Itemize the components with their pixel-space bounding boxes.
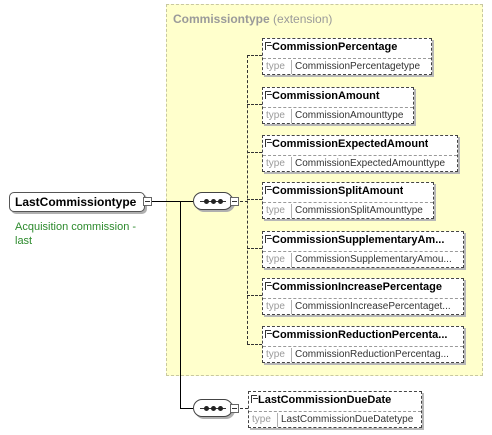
element-name: LastCommissionDueDate <box>258 394 392 406</box>
element-name: CommissionSplitAmount <box>272 185 404 197</box>
child-element-last-commission-due-date[interactable]: LastCommissionDueDate type LastCommissio… <box>248 391 422 428</box>
connector-root-to-sequence <box>152 201 193 202</box>
element-name: CommissionIncreasePercentage <box>272 281 442 293</box>
second-sequence-compositor-icon[interactable] <box>193 399 233 417</box>
type-keyword: type <box>266 61 285 72</box>
child-element-commission-split-amount[interactable]: CommissionSplitAmount type CommissionSpl… <box>262 182 434 219</box>
connector-trunk-to-second-sequence <box>180 408 193 409</box>
connector-root-trunk <box>180 201 181 409</box>
element-icon <box>265 42 272 50</box>
element-name: CommissionPercentage <box>272 41 398 53</box>
child-element-commission-supplementary-amount[interactable]: CommissionSupplementaryAm... type Commis… <box>262 231 464 268</box>
sequence-collapse-toggle-icon[interactable] <box>230 197 239 206</box>
root-collapse-toggle-icon[interactable] <box>143 197 152 206</box>
connector-sequence-to-children <box>240 201 248 202</box>
element-name: CommissionExpectedAmount <box>272 138 429 150</box>
type-keyword: type <box>266 110 285 121</box>
element-type: CommissionExpectedAmounttype <box>295 158 446 169</box>
element-icon <box>251 395 258 403</box>
element-type: CommissionPercentagetype <box>295 61 421 72</box>
type-keyword: type <box>266 254 285 265</box>
element-name: CommissionSupplementaryAm... <box>272 234 445 246</box>
root-documentation: Acquisition commission - last <box>15 221 137 247</box>
type-keyword: type <box>266 301 285 312</box>
extension-title: Commissiontype (extension) <box>173 12 332 26</box>
element-type: CommissionSplitAmounttype <box>295 205 423 216</box>
element-type: LastCommissionDueDatetype <box>281 414 414 425</box>
root-type-name: LastCommissiontype <box>15 195 137 209</box>
connector-child-2 <box>247 104 262 105</box>
connector-child-6 <box>247 295 262 296</box>
type-keyword: type <box>266 158 285 169</box>
element-icon <box>265 330 272 338</box>
element-name: CommissionReductionPercenta... <box>272 329 448 341</box>
connector-second-sequence-to-child <box>240 408 248 409</box>
element-icon <box>265 91 272 99</box>
connector-child-5 <box>247 248 262 249</box>
root-type-node[interactable]: LastCommissiontype <box>9 192 145 212</box>
child-element-commission-reduction-percentage[interactable]: CommissionReductionPercenta... type Comm… <box>262 326 464 363</box>
extension-type-name: Commissiontype <box>173 12 270 26</box>
connector-child-4 <box>247 199 262 200</box>
element-icon <box>265 282 272 290</box>
child-element-commission-amount[interactable]: CommissionAmount type CommissionAmountty… <box>262 87 414 124</box>
type-keyword: type <box>266 349 285 360</box>
second-sequence-collapse-toggle-icon[interactable] <box>230 404 239 413</box>
child-element-commission-expected-amount[interactable]: CommissionExpectedAmount type Commission… <box>262 135 458 172</box>
type-keyword: type <box>266 205 285 216</box>
element-icon <box>265 235 272 243</box>
element-type: CommissionIncreasePercentaget... <box>295 301 451 312</box>
element-type: CommissionSupplementaryAmou... <box>295 254 452 265</box>
element-icon <box>265 186 272 194</box>
type-keyword: type <box>252 414 271 425</box>
connector-child-1 <box>247 55 262 56</box>
extension-kind-label: (extension) <box>273 12 333 26</box>
element-type: CommissionAmounttype <box>295 110 404 121</box>
connector-child-7 <box>247 344 262 345</box>
element-name: CommissionAmount <box>272 90 380 102</box>
element-type: CommissionReductionPercentag... <box>295 349 449 360</box>
sequence-compositor-icon[interactable] <box>193 192 233 210</box>
child-element-commission-percentage[interactable]: CommissionPercentage type CommissionPerc… <box>262 38 432 75</box>
connector-child-3 <box>247 152 262 153</box>
child-element-commission-increase-percentage[interactable]: CommissionIncreasePercentage type Commis… <box>262 278 464 315</box>
element-icon <box>265 139 272 147</box>
